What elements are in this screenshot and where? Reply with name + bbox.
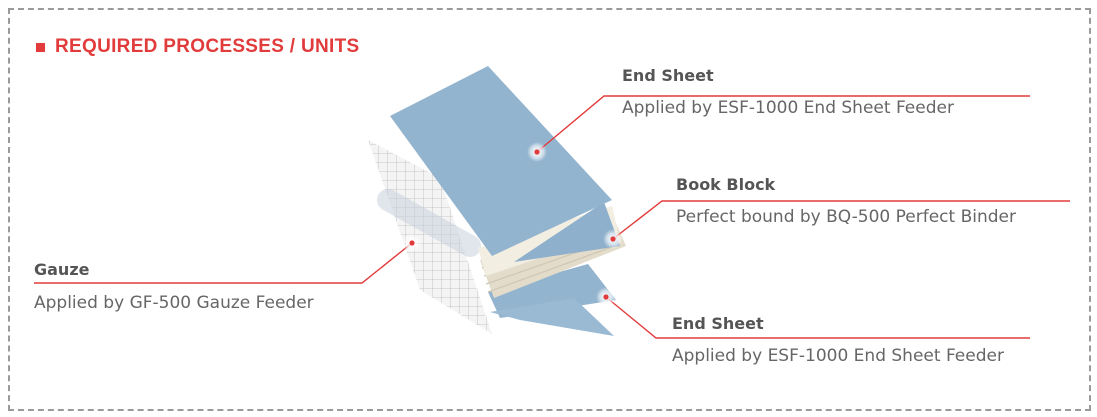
callout-gauze (34, 242, 413, 284)
callout-end-sheet-bottom (605, 296, 1030, 339)
label-gauze: Gauze Applied by GF-500 Gauze Feeder (34, 260, 314, 313)
heading-square-icon (36, 42, 45, 52)
label-desc: Perfect bound by BQ-500 Perfect Binder (676, 207, 1016, 227)
label-end-sheet-bottom: End Sheet Applied by ESF-1000 End Sheet … (672, 314, 1004, 366)
end-sheet-bottom-shape (488, 264, 616, 318)
label-book-block: Book Block Perfect bound by BQ-500 Perfe… (676, 175, 1016, 227)
end-sheet-bottom-shape-2 (490, 298, 614, 336)
callout-end-sheet-top (536, 95, 1030, 153)
callout-lines (34, 95, 1070, 339)
end-sheet-top-shape (390, 66, 620, 262)
label-title: End Sheet (622, 66, 714, 85)
gauze-panel (368, 140, 492, 334)
callout-dots (402, 142, 623, 307)
label-desc: Applied by GF-500 Gauze Feeder (34, 293, 314, 313)
section-heading: REQUIRED PROCESSES / UNITS (36, 36, 359, 58)
diagram-frame (8, 8, 1091, 411)
callout-book-block (612, 200, 1070, 240)
label-desc: Applied by ESF-1000 End Sheet Feeder (622, 98, 954, 118)
label-end-sheet-top: End Sheet Applied by ESF-1000 End Sheet … (622, 66, 954, 118)
label-title: Gauze (34, 260, 90, 279)
heading-text: REQUIRED PROCESSES / UNITS (55, 36, 360, 57)
label-desc: Applied by ESF-1000 End Sheet Feeder (672, 346, 1004, 366)
label-title: Book Block (676, 175, 776, 194)
label-title: End Sheet (672, 314, 764, 333)
